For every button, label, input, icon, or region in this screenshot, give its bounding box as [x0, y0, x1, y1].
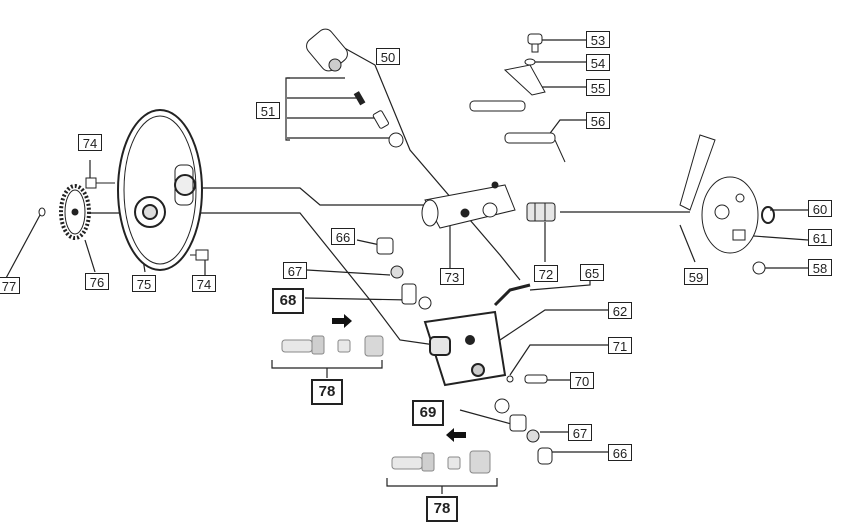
bolt-74-bottom	[190, 249, 209, 261]
fitting-lower	[494, 398, 553, 465]
callout-73: 73	[440, 268, 464, 285]
leader-71	[509, 344, 608, 376]
pump-head	[423, 310, 507, 387]
kit-78-upper	[281, 314, 384, 357]
ring-60	[761, 206, 775, 224]
washer-54	[524, 58, 536, 66]
cap-53	[527, 33, 543, 53]
leader-76	[84, 239, 96, 273]
callout-51: 51	[256, 102, 280, 119]
gear	[59, 184, 91, 240]
callout-60: 60	[808, 200, 832, 217]
axis-line-top	[195, 187, 430, 206]
callout-76: 76	[85, 273, 109, 290]
callout-66-upper: 66	[331, 228, 355, 245]
leader-66a	[356, 239, 381, 246]
pin-56	[469, 100, 566, 163]
callout-72: 72	[534, 265, 558, 282]
lever-55	[503, 64, 546, 96]
bracket-78b	[386, 478, 498, 494]
bolt-70	[506, 374, 548, 384]
hose-65	[493, 283, 531, 307]
callout-78-upper: 78	[311, 379, 343, 405]
leader-67a	[306, 269, 391, 276]
piston-assembly	[306, 28, 404, 148]
leader-77	[4, 214, 41, 281]
callout-67-lower: 67	[568, 424, 592, 441]
callout-62: 62	[608, 302, 632, 319]
leader-68	[304, 297, 411, 301]
callout-55: 55	[586, 79, 610, 96]
leader-62	[499, 309, 608, 341]
callout-71: 71	[608, 337, 632, 354]
callout-69: 69	[412, 400, 444, 426]
callout-67-upper: 67	[283, 262, 307, 279]
bolt-74-top	[85, 177, 115, 189]
kit-78-lower	[391, 428, 491, 474]
callout-56: 56	[586, 112, 610, 129]
leader-59	[679, 224, 696, 263]
fitting-72	[526, 202, 556, 222]
leader-51-bracket	[285, 77, 290, 141]
callout-53: 53	[586, 31, 610, 48]
washer-77	[38, 207, 46, 217]
callout-68: 68	[272, 288, 304, 314]
callout-77: 77	[0, 277, 20, 294]
callout-70: 70	[570, 372, 594, 389]
callout-50: 50	[376, 48, 400, 65]
callout-65: 65	[580, 264, 604, 281]
callout-61: 61	[808, 229, 832, 246]
right-plate	[701, 176, 759, 254]
callout-75: 75	[132, 275, 156, 292]
callout-54: 54	[586, 54, 610, 71]
callout-74-top: 74	[78, 134, 102, 151]
arm-59	[679, 134, 716, 211]
fitting-upper	[376, 237, 432, 310]
callout-78-lower: 78	[426, 496, 458, 522]
valve-body	[421, 181, 516, 229]
leader-69	[459, 409, 516, 426]
callout-74-bottom: 74	[192, 275, 216, 292]
leader-50	[329, 39, 521, 281]
cover-plate	[117, 109, 203, 271]
bracket-78a	[271, 360, 383, 378]
axis-line-mid	[80, 212, 436, 346]
nut-58	[752, 261, 766, 275]
callout-58: 58	[808, 259, 832, 276]
callout-59: 59	[684, 268, 708, 285]
callout-66-lower: 66	[608, 444, 632, 461]
